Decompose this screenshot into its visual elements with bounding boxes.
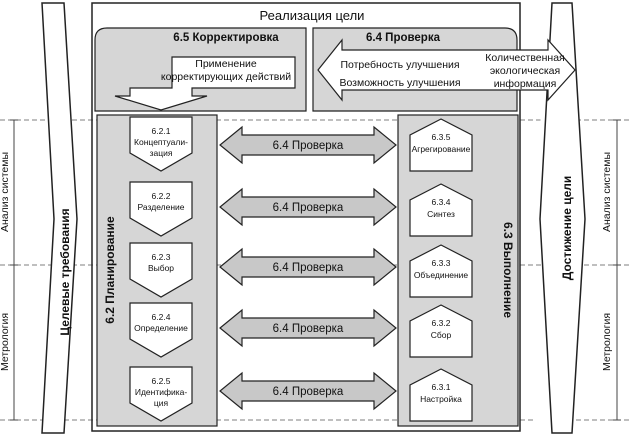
review-possibility-text: Возможность улучшения — [339, 77, 460, 89]
planning-step-label: Идентифика- — [135, 387, 188, 397]
top-title: Реализация цели — [260, 8, 365, 23]
review-info-arrow — [317, 38, 576, 102]
left-bar-label: Целевые требования — [58, 208, 72, 335]
execution-step-arrow — [409, 118, 473, 172]
review-double-arrow — [219, 308, 397, 348]
execution-label: 6.3 Выполнение — [501, 222, 515, 318]
planning-label: 6.2 Планирование — [103, 216, 117, 324]
right-goal-arrow — [539, 2, 586, 434]
execution-step-arrow — [409, 183, 473, 237]
main-frame — [91, 2, 521, 432]
execution-step-label: Агрегирование — [412, 144, 471, 154]
review-arrow-label: 6.4 Проверка — [273, 262, 344, 274]
review-top-title: 6.4 Проверка — [366, 32, 441, 44]
left-requirements-arrow — [41, 2, 78, 434]
execution-step-number: 6.3.4 — [432, 197, 451, 207]
left-analysis-label: Анализ системы — [0, 152, 11, 232]
left-metrology-label: Метрология — [0, 313, 11, 371]
review-double-arrow — [219, 247, 397, 287]
review-need-text: Потребность улучшения — [340, 59, 459, 71]
correction-arrow — [114, 56, 296, 111]
review-arrow-label: 6.4 Проверка — [273, 202, 344, 214]
info-line1: Количественная — [485, 52, 565, 64]
right-bar-label: Достижение цели — [560, 176, 574, 281]
info-line3: информация — [494, 78, 557, 90]
info-line2: экологическая — [490, 65, 560, 77]
planning-step-label: Определение — [134, 323, 188, 333]
correction-line1: Применение — [195, 58, 257, 70]
planning-step-number: 6.2.1 — [152, 126, 171, 136]
review-double-arrow — [219, 371, 397, 411]
planning-step-number: 6.2.2 — [152, 191, 171, 201]
planning-step-number: 6.2.5 — [152, 376, 171, 386]
right-metrology-label: Метрология — [601, 313, 613, 371]
planning-step-label: Концептуали- — [134, 137, 188, 147]
planning-step-arrow — [129, 181, 193, 237]
review-double-arrow — [219, 125, 397, 165]
review-arrow-label: 6.4 Проверка — [273, 386, 344, 398]
planning-step-label-line2: ция — [154, 398, 169, 408]
execution-step-label: Настройка — [420, 394, 462, 404]
correction-line2: корректирующих действий — [161, 71, 291, 83]
planning-step-arrow — [129, 366, 193, 422]
correction-title: 6.5 Корректировка — [173, 32, 279, 44]
planning-step-label: Выбор — [148, 263, 174, 273]
execution-step-label: Сбор — [431, 330, 452, 340]
right-analysis-label: Анализ системы — [601, 152, 613, 232]
planning-step-arrow — [129, 302, 193, 358]
execution-step-label: Синтез — [427, 209, 455, 219]
review-arrow-label: 6.4 Проверка — [273, 323, 344, 335]
execution-step-number: 6.3.3 — [432, 258, 451, 268]
side-brackets — [10, 119, 621, 421]
execution-step-number: 6.3.5 — [432, 132, 451, 142]
planning-step-label: Разделение — [138, 202, 185, 212]
planning-step-number: 6.2.4 — [152, 312, 171, 322]
execution-step-arrow — [409, 304, 473, 358]
planning-step-arrow — [129, 116, 193, 172]
planning-step-number: 6.2.3 — [152, 252, 171, 262]
execution-step-arrow — [409, 368, 473, 422]
execution-step-number: 6.3.1 — [432, 382, 451, 392]
execution-step-label: Объединение — [414, 270, 469, 280]
review-arrow-label: 6.4 Проверка — [273, 140, 344, 152]
execution-step-number: 6.3.2 — [432, 318, 451, 328]
planning-step-arrow — [129, 242, 193, 298]
review-double-arrow — [219, 187, 397, 227]
execution-step-arrow — [409, 244, 473, 298]
planning-step-label-line2: зация — [150, 148, 173, 158]
